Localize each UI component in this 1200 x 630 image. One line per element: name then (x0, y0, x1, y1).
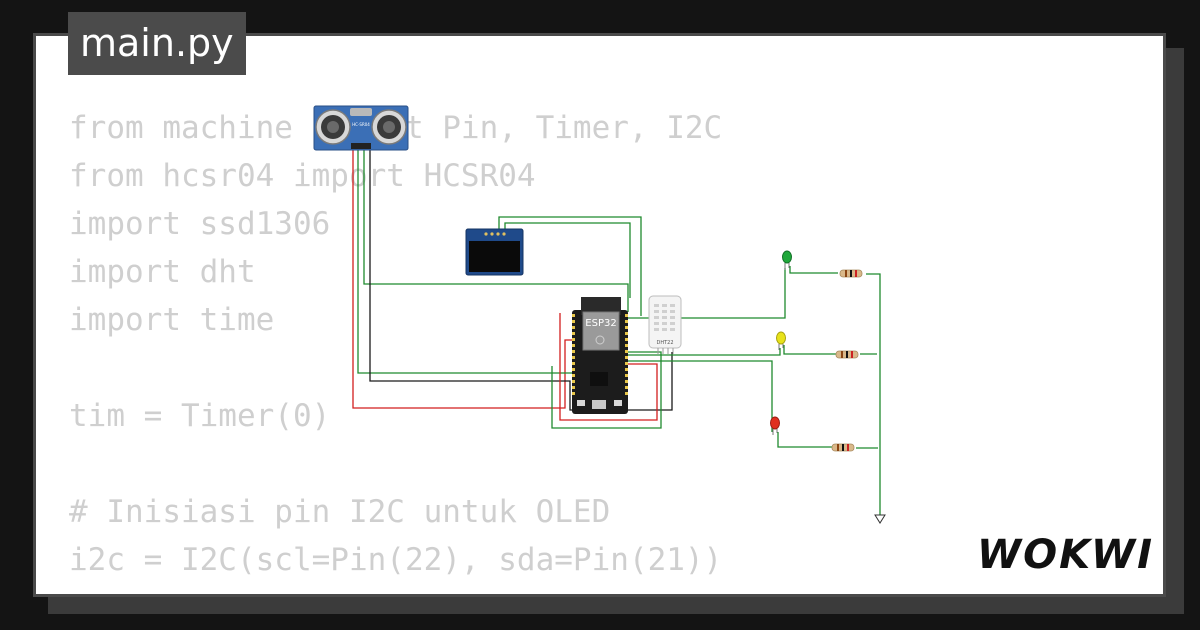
oled-display[interactable] (465, 228, 524, 276)
wire-gnd-rail (866, 273, 881, 515)
ultrasonic-label: HC-SR04 (352, 122, 370, 127)
wokwi-logo[interactable]: WOKWI (975, 528, 1153, 580)
micro-usb-port (592, 400, 606, 409)
resistor-2[interactable] (835, 350, 859, 359)
led-yellow[interactable] (776, 331, 786, 350)
ultrasonic-header (351, 143, 371, 149)
oled-pin (496, 232, 500, 236)
led-green[interactable] (782, 250, 792, 270)
transducer-left-core (327, 121, 339, 133)
esp32-pins-left (572, 314, 575, 395)
wire-oled-scl (504, 222, 631, 298)
code-line: from hcsr04 import HCSR04 (69, 158, 536, 194)
ground-icon (874, 514, 886, 524)
wire-vcc (352, 150, 578, 409)
resistor-3[interactable] (831, 443, 855, 452)
esp32-pins-right (625, 314, 628, 395)
oled-pin (484, 232, 488, 236)
esp32-label: ESP32 (585, 318, 616, 329)
wire-res1 (789, 266, 838, 274)
oled-screen (469, 241, 520, 272)
code-line: import dht (69, 254, 256, 290)
wokwi-logo-text: WOKWI (977, 532, 1153, 578)
led-red[interactable] (770, 416, 780, 435)
wire-gnd (369, 150, 673, 411)
oled-pin (502, 232, 506, 236)
ultrasonic-sensor[interactable]: HC-SR04 (313, 105, 409, 151)
resistor-1[interactable] (839, 269, 863, 278)
code-line: i2c = I2C(scl=Pin(22), sda=Pin(21)) (69, 542, 723, 578)
esp32-usb-chip (590, 372, 608, 386)
wire-res2 (783, 345, 836, 355)
file-tab-main-py[interactable]: main.py (68, 12, 246, 75)
crystal-oscillator (350, 108, 372, 116)
wire-led-red (628, 360, 773, 432)
wire-loop-green (551, 351, 662, 429)
boot-button (577, 400, 585, 406)
espressif-logo-icon (595, 335, 605, 345)
wire-led-yellow (628, 348, 781, 356)
esp32-board[interactable]: ESP32 (572, 297, 628, 414)
wire-res3 (777, 432, 832, 448)
transducer-right-core (383, 121, 395, 133)
oled-pin (490, 232, 494, 236)
dht22-grille (654, 304, 675, 331)
reset-button (614, 400, 622, 406)
wire-loop-red (559, 313, 658, 421)
code-line: import ssd1306 (69, 206, 331, 242)
wire-oled-sda (498, 216, 642, 316)
dht22-sensor[interactable]: DHT22 (648, 295, 682, 354)
dht22-label: DHT22 (656, 340, 673, 346)
esp32-antenna (581, 297, 621, 315)
code-line: display = ssd1306.SSD1306_I2C(128, 64, i… (69, 584, 984, 594)
wire-echo (363, 150, 629, 312)
wires (352, 150, 881, 515)
file-tab-label: main.py (80, 21, 234, 65)
wire-trig (357, 150, 575, 374)
code-line: tim = Timer(0) (69, 398, 331, 434)
code-line: # Inisiasi pin I2C untuk OLED (69, 494, 611, 530)
code-line: import time (69, 302, 275, 338)
